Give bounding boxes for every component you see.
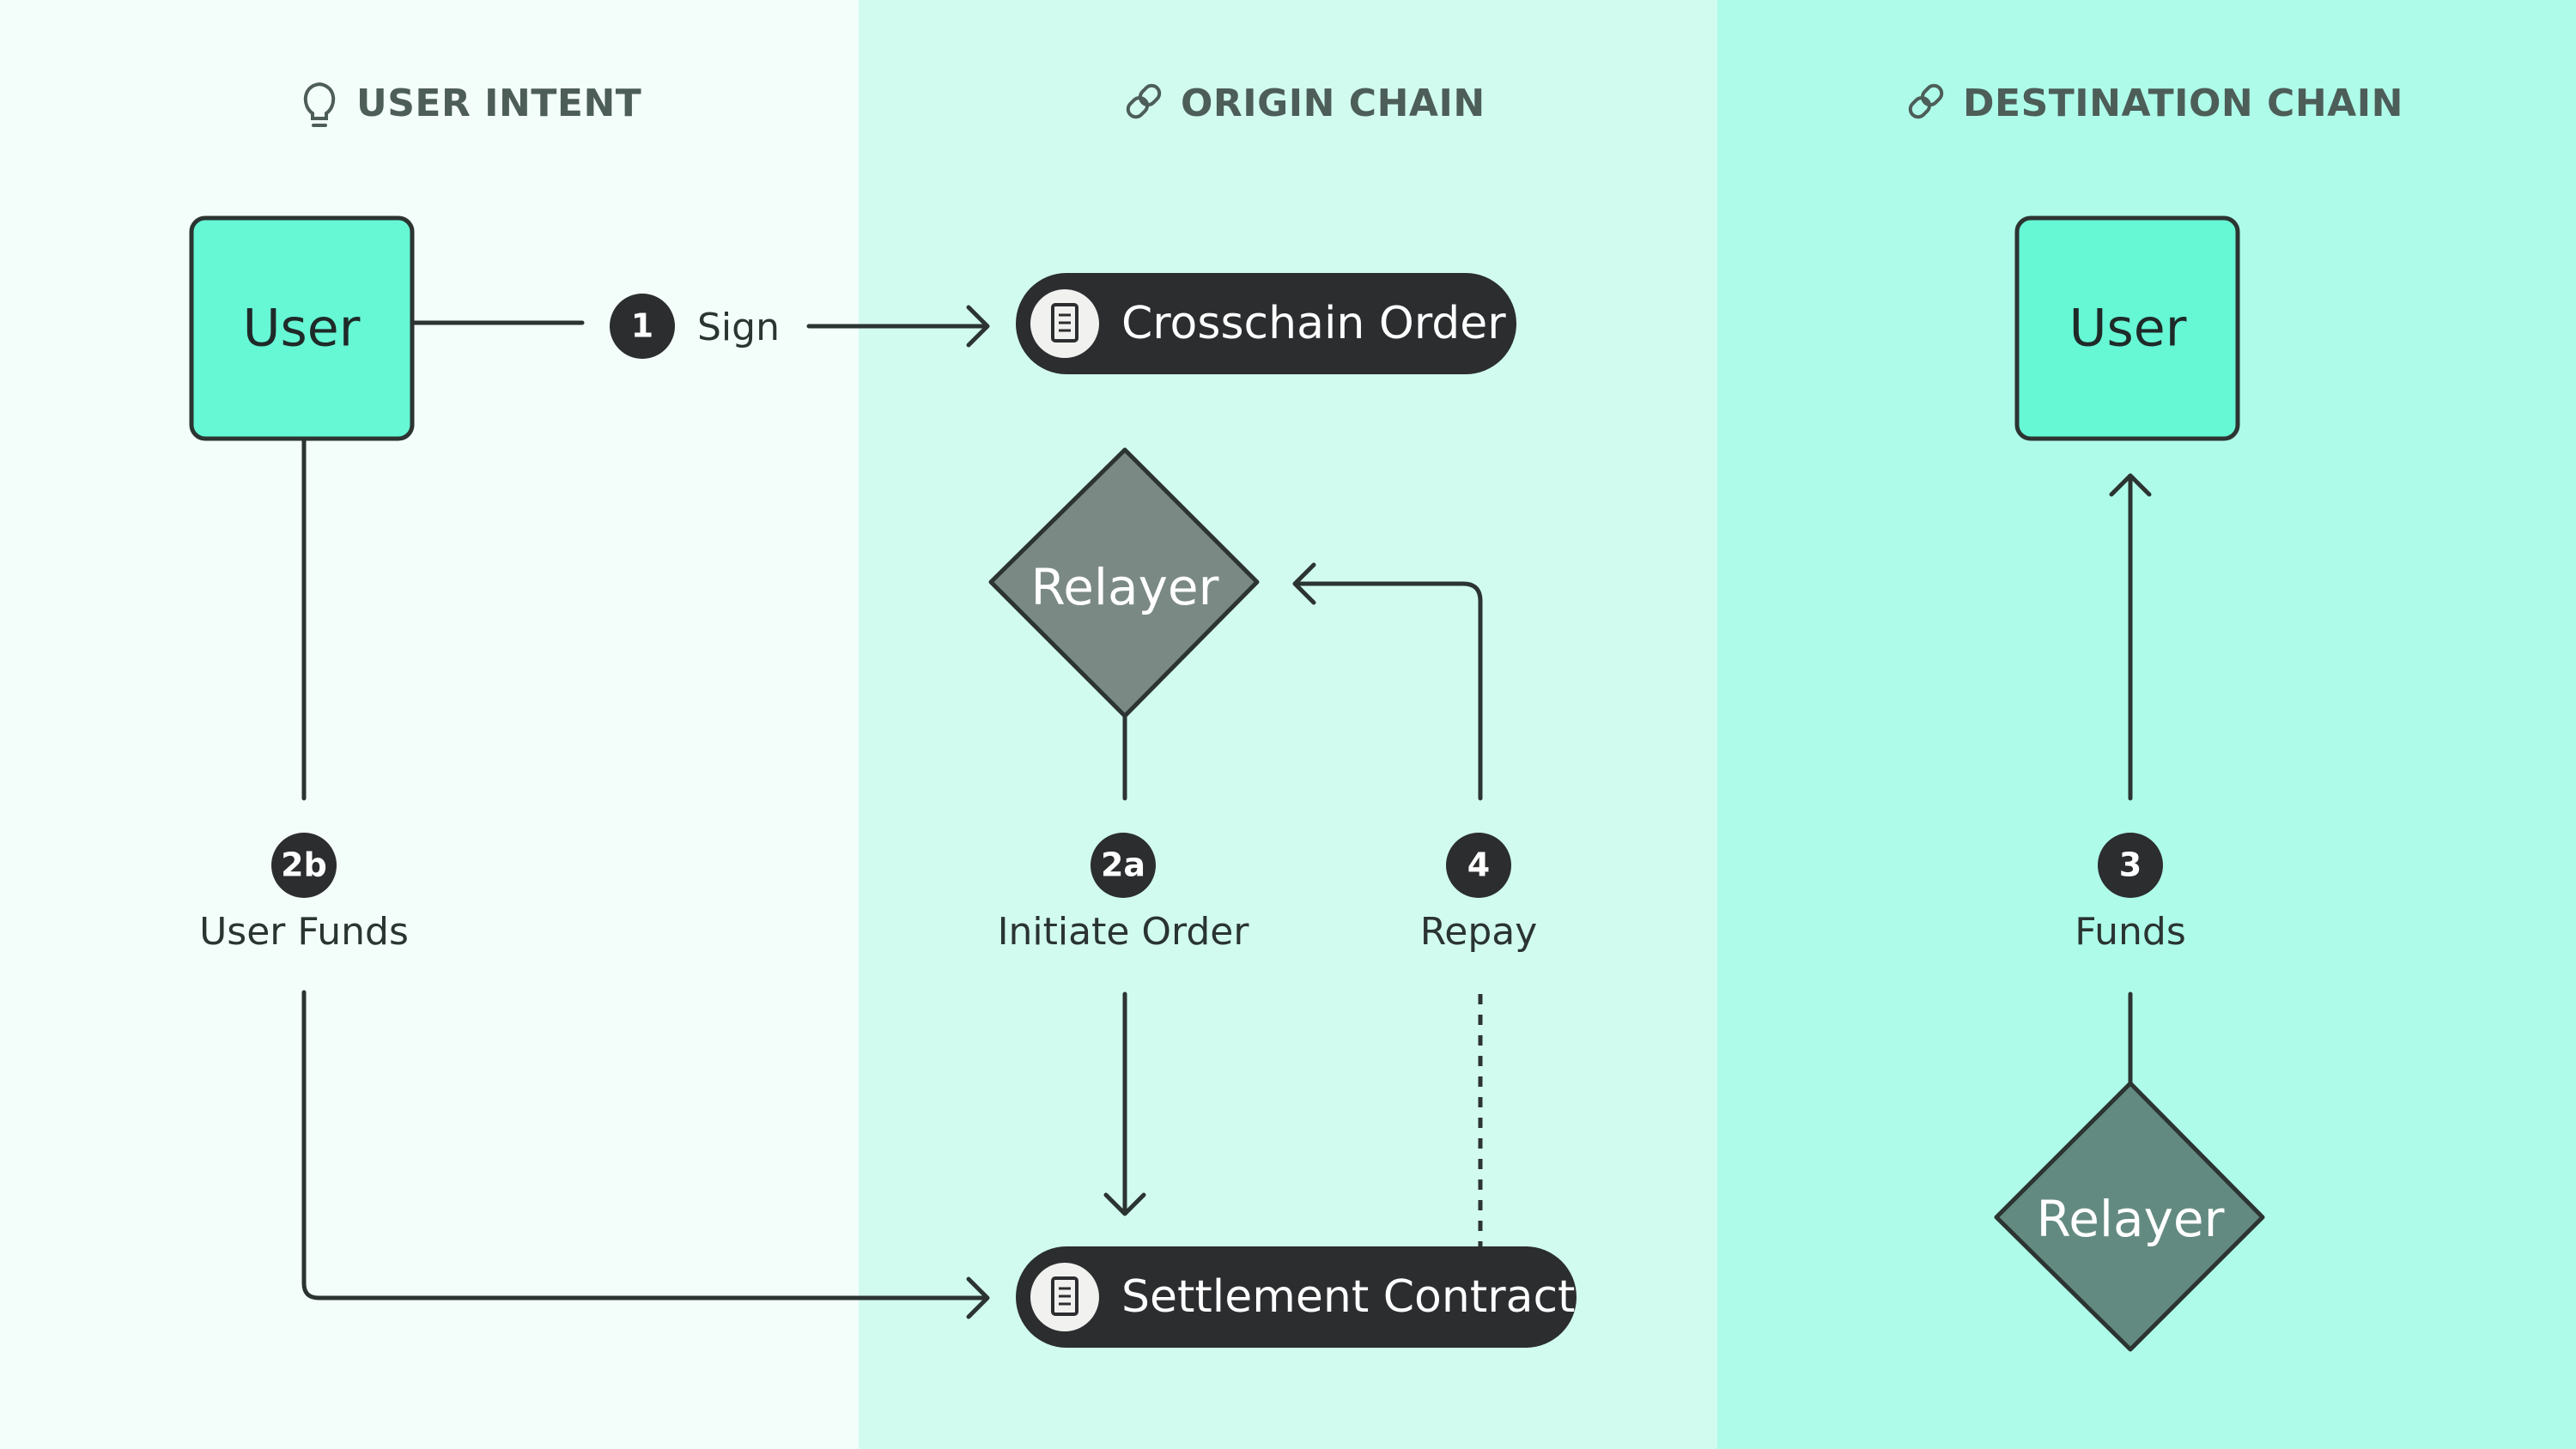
column-title: DESTINATION CHAIN xyxy=(1963,82,2403,125)
crosschain-order-node: Crosschain Order xyxy=(1016,273,1516,374)
document-icon xyxy=(1030,1263,1099,1331)
step-label: Sign xyxy=(697,306,780,349)
arrowhead xyxy=(1103,1192,1146,1216)
relayer-label: Relayer xyxy=(2037,1190,2225,1248)
arrowhead xyxy=(2109,473,2152,497)
step-number: 4 xyxy=(1467,846,1490,884)
step-badge xyxy=(1091,833,1156,898)
user-box-right: User xyxy=(2014,215,2240,441)
step-badge xyxy=(610,294,675,359)
link-icon xyxy=(1908,83,1944,119)
column-title: USER INTENT xyxy=(356,82,641,125)
column-header-user-intent: USER INTENT xyxy=(303,82,641,127)
step-label: Funds xyxy=(2075,910,2186,954)
column-header-origin-chain: ORIGIN CHAIN xyxy=(1126,82,1485,125)
user-box-left: User xyxy=(189,215,415,441)
settlement-contract-label: Settlement Contract xyxy=(1121,1271,1575,1323)
user-intent-column xyxy=(0,0,859,1449)
document-icon xyxy=(1030,289,1099,358)
column-header-destination-chain: DESTINATION CHAIN xyxy=(1908,82,2403,125)
user-label: User xyxy=(2069,299,2187,359)
step-badge xyxy=(1446,833,1511,898)
step-number: 1 xyxy=(631,307,653,345)
lightbulb-icon xyxy=(303,82,336,127)
relayer-label: Relayer xyxy=(1031,558,1219,616)
repay-path xyxy=(1294,581,1483,801)
arrowhead xyxy=(1292,562,1316,605)
arrowhead xyxy=(966,305,990,348)
step-number: 2b xyxy=(281,846,327,884)
step-funds: 3 Funds xyxy=(2075,833,2186,954)
link-icon xyxy=(1126,83,1162,119)
step-badge xyxy=(2098,833,2163,898)
step-label: Repay xyxy=(1420,910,1538,954)
step-initiate-order: 2a Initiate Order xyxy=(998,833,1250,954)
origin-chain-column xyxy=(859,0,1717,1449)
step-sign: 1 Sign xyxy=(610,294,780,359)
step-label: Initiate Order xyxy=(998,910,1250,954)
step-repay: 4 Repay xyxy=(1420,833,1538,954)
user-label: User xyxy=(243,299,361,359)
step-number: 2a xyxy=(1101,846,1145,884)
crosschain-order-label: Crosschain Order xyxy=(1121,298,1506,349)
relayer-node-origin: Relayer xyxy=(988,447,1260,718)
relayer-node-destination: Relayer xyxy=(1994,1081,2265,1352)
step-number: 3 xyxy=(2119,846,2142,884)
settlement-contract-node: Settlement Contract xyxy=(1016,1246,1577,1348)
step-user-funds: 2b User Funds xyxy=(199,833,409,954)
user-funds-path xyxy=(301,990,988,1300)
column-title: ORIGIN CHAIN xyxy=(1181,82,1485,125)
step-badge xyxy=(271,833,337,898)
step-label: User Funds xyxy=(199,910,409,954)
arrowhead xyxy=(966,1276,990,1319)
